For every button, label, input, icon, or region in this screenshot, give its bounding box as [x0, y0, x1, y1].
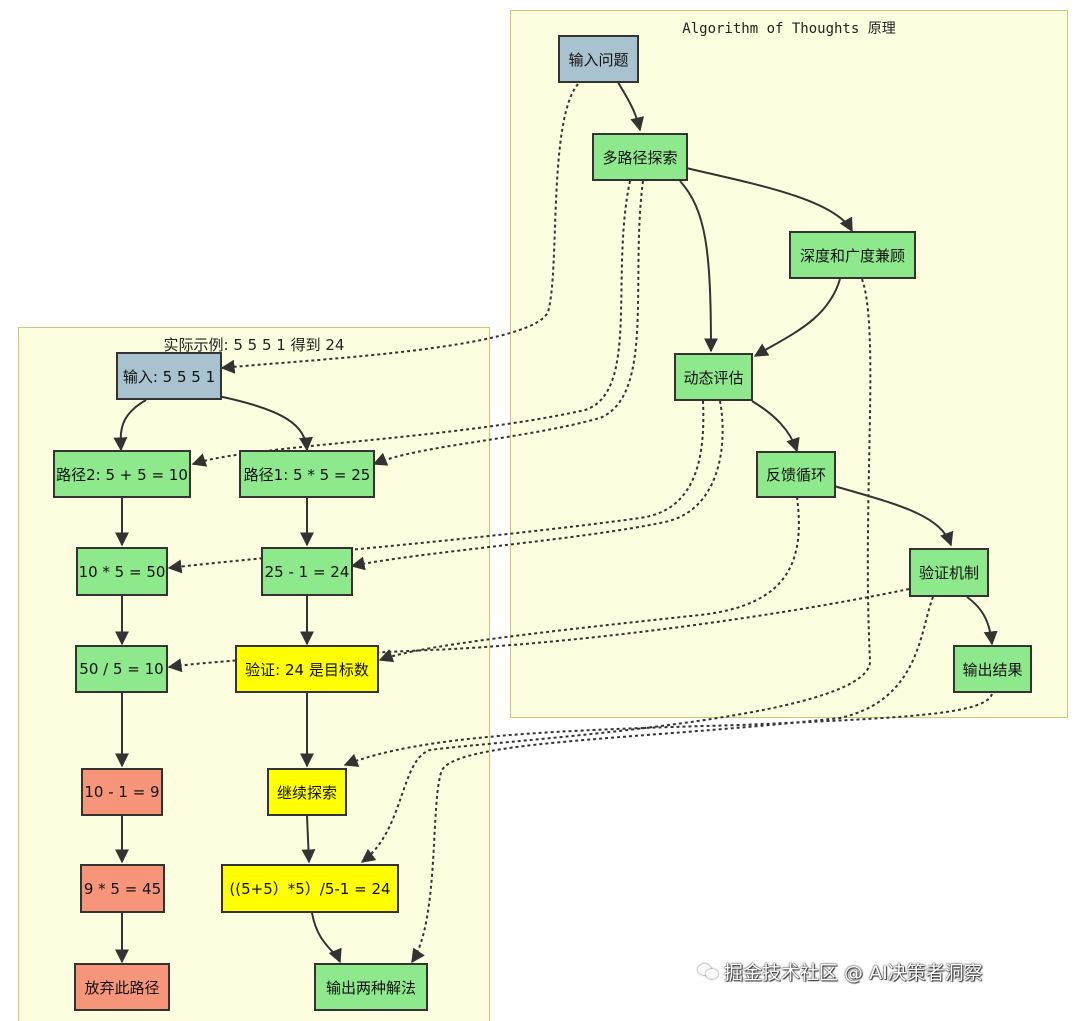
edge-solution2-to-output — [311, 912, 342, 964]
dotted-edges — [167, 83, 993, 964]
node-solution2[interactable]: ((5+5）*5）/5-1 = 24 — [221, 864, 399, 913]
node-multi-path[interactable]: 多路径探索 — [592, 133, 688, 181]
node-label: ((5+5）*5）/5-1 = 24 — [229, 880, 391, 898]
link-multipath-to-path2 — [191, 180, 631, 467]
node-label: 输入问题 — [568, 50, 629, 69]
node-path2-step2[interactable]: 10 * 5 = 50 — [76, 547, 168, 596]
edge-depth-to-eval — [753, 278, 841, 357]
node-continue-explore[interactable]: 继续探索 — [267, 768, 347, 816]
node-label: 路径2: 5 + 5 = 10 — [56, 465, 188, 484]
node-label: 输入: 5 5 5 1 — [122, 367, 216, 386]
node-path2-step5[interactable]: 9 * 5 = 45 — [80, 864, 165, 913]
solid-edges — [113, 81, 998, 964]
node-path1[interactable]: 路径1: 5 * 5 = 25 — [239, 450, 375, 498]
link-feedback-to-verify — [378, 496, 800, 663]
node-label: 路径1: 5 * 5 = 25 — [243, 465, 371, 484]
node-label: 反馈循环 — [765, 466, 826, 484]
node-label: 10 - 1 = 9 — [84, 783, 160, 801]
link-eval-to-p2step2 — [167, 400, 705, 574]
node-path2[interactable]: 路径2: 5 + 5 = 10 — [53, 450, 191, 498]
node-input-problem[interactable]: 输入问题 — [558, 35, 639, 83]
node-label: 9 * 5 = 45 — [83, 879, 162, 898]
node-label: 输出两种解法 — [325, 978, 416, 997]
node-label: 50 / 5 = 10 — [79, 660, 164, 678]
wechat-icon — [698, 963, 718, 980]
node-label: 多路径探索 — [602, 148, 678, 167]
edge-verify-to-output — [966, 596, 998, 646]
node-label: 验证: 24 是目标数 — [245, 660, 369, 679]
edge-nums-to-path1 — [217, 395, 313, 452]
link-multipath-to-path1 — [372, 180, 644, 466]
link-input-to-nums — [220, 83, 579, 374]
node-label: 输出结果 — [962, 660, 1023, 679]
link-eval-to-p1step2 — [350, 400, 724, 571]
node-verify-mechanism[interactable]: 验证机制 — [909, 548, 989, 597]
node-input-numbers[interactable]: 输入: 5 5 5 1 — [116, 352, 222, 400]
watermark-text: 掘金技术社区 @ AI决策者洞察 — [724, 962, 983, 984]
node-label: 25 - 1 = 24 — [264, 562, 350, 581]
node-output-both[interactable]: 输出两种解法 — [314, 963, 428, 1011]
edge-nums-to-path2 — [113, 399, 147, 452]
node-label: 放弃此路径 — [84, 978, 160, 997]
link-output-to-continue — [343, 693, 993, 767]
edge-multipath-to-eval — [679, 180, 718, 353]
node-verify-target[interactable]: 验证: 24 是目标数 — [235, 645, 379, 693]
edge-eval-to-feedback — [751, 400, 800, 453]
edge-multipath-to-depth — [685, 167, 853, 233]
edge-continue-to-solution2 — [301, 815, 316, 864]
node-path2-step4[interactable]: 10 - 1 = 9 — [81, 768, 163, 816]
node-feedback-loop[interactable]: 反馈循环 — [756, 451, 836, 498]
node-label: 深度和广度兼顾 — [799, 246, 905, 265]
node-label: 10 * 5 = 50 — [78, 562, 166, 581]
edge-input-to-multipath — [617, 81, 645, 132]
watermark: 掘金技术社区 @ AI决策者洞察 — [698, 958, 983, 985]
node-label: 动态评估 — [683, 368, 744, 387]
node-path2-step3[interactable]: 50 / 5 = 10 — [75, 645, 168, 693]
cluster-title-principle: Algorithm of Thoughts 原理 — [682, 21, 896, 37]
node-abandon-path[interactable]: 放弃此路径 — [74, 963, 170, 1011]
edge-feedback-to-verify — [833, 485, 954, 547]
node-output-result[interactable]: 输出结果 — [953, 645, 1032, 693]
link-depth-to-solution2 — [360, 278, 872, 863]
cluster-title-example: 实际示例: 5 5 5 1 得到 24 — [163, 336, 345, 354]
node-depth-breadth[interactable]: 深度和广度兼顾 — [789, 231, 916, 279]
link-verify-to-output-both — [411, 596, 934, 964]
node-label: 验证机制 — [918, 564, 979, 582]
cluster-aot-principle: Algorithm of Thoughts 原理 — [510, 10, 1068, 718]
node-path1-step2[interactable]: 25 - 1 = 24 — [261, 547, 353, 596]
node-dynamic-eval[interactable]: 动态评估 — [674, 353, 753, 401]
node-label: 继续探索 — [276, 783, 337, 802]
